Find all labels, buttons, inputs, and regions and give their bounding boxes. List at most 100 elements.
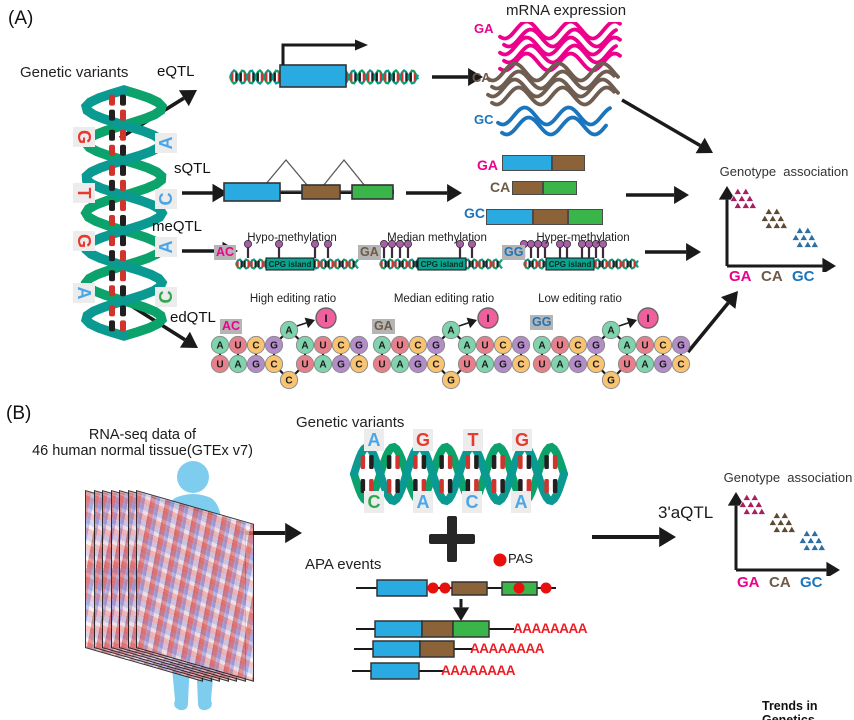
cluster-GC (817, 543, 827, 551)
svg-text:A: A (378, 340, 385, 351)
cluster-GA (742, 493, 752, 501)
svg-text:A: A (607, 325, 614, 336)
exon-exon_green (568, 209, 603, 225)
cluster-GC (810, 543, 820, 551)
methyl-mark (379, 240, 388, 248)
panel-a-label: (A) (8, 8, 34, 29)
methyl-mark (541, 240, 550, 248)
svg-text:C: C (677, 359, 684, 370)
inosine (477, 307, 499, 329)
editing-arrow (458, 322, 469, 327)
rnaseq-title-line1: RNA-seq data of (88, 427, 197, 443)
exon-exon_blue (370, 662, 420, 680)
nucleotide-A (617, 335, 637, 355)
nucleotide-U (532, 354, 552, 374)
dna-base-C: C (155, 287, 177, 307)
apa-events-title: APA events (305, 556, 382, 573)
sqtl-splicing-model (223, 158, 394, 202)
nucleotide-U (457, 354, 477, 374)
cluster-GA (750, 507, 760, 515)
svg-text:C: C (432, 359, 439, 370)
methyl-mark (396, 240, 405, 248)
nucleotide-G (264, 335, 284, 355)
cluster-GA (741, 201, 751, 209)
cluster-GA (748, 201, 758, 209)
exon-exon_blue (374, 620, 423, 638)
eqtl-label: eQTL (157, 63, 195, 80)
mrna-wave-GA (498, 22, 622, 41)
cluster-CA (772, 525, 782, 533)
svg-text:A: A (396, 359, 403, 370)
svg-text:C: C (337, 340, 344, 351)
pas-site (540, 582, 552, 594)
nucleotide-U (617, 354, 637, 374)
nucleotide-G (349, 335, 369, 355)
gene-exon (279, 64, 347, 88)
cluster-GA (754, 500, 764, 508)
mrna-wave-GC (500, 115, 608, 137)
pas-site (513, 582, 525, 594)
dna-base-A: A (155, 237, 177, 257)
dna-base-C: C (364, 491, 384, 513)
nucleotide-A (550, 354, 570, 374)
cpg-island-label: CPG island (421, 260, 464, 269)
svg-text:U: U (396, 340, 403, 351)
cluster-GA (737, 194, 747, 202)
dna-base-C: C (462, 491, 482, 513)
methylation-title: Median methylation (387, 232, 487, 244)
assoc-axes (718, 186, 836, 272)
nucleotide-A (210, 335, 230, 355)
cluster-GC (802, 543, 812, 551)
nucleotide-A (390, 354, 410, 374)
methyl-mark (324, 240, 333, 248)
cluster-GC (795, 226, 805, 234)
edqtl-label: edQTL (170, 309, 216, 326)
cluster-CA (768, 214, 778, 222)
dna-base-C: C (155, 189, 177, 209)
pas-legend-dot (493, 553, 507, 567)
methylation-title: Hyper-methylation (536, 232, 630, 244)
svg-text:A: A (623, 340, 630, 351)
mrna-wave-GA (502, 27, 618, 49)
exon-exon_blue (372, 640, 421, 658)
nucleotide-C (586, 354, 606, 374)
svg-text:A: A (481, 359, 488, 370)
mrna-wave-CA (486, 61, 620, 83)
isoform-genotype-CA: CA (490, 179, 511, 195)
nucleotide-G (601, 370, 621, 390)
svg-text:U: U (216, 359, 223, 370)
cluster-GA (746, 500, 756, 508)
pas-label: PAS (508, 551, 534, 566)
nucleotide-U (390, 335, 410, 355)
svg-text:G: G (337, 359, 345, 370)
nucleotide-U (372, 354, 392, 374)
mrna-genotype-CA: CA (472, 70, 491, 85)
nucleotide-A (457, 335, 477, 355)
svg-text:G: G (607, 375, 615, 386)
genotype-tag-AC: AC (214, 245, 237, 260)
cluster-GC (798, 536, 808, 544)
cluster-GA (738, 500, 748, 508)
transcription-start-arrow (281, 43, 355, 65)
exon-exon_blue (502, 155, 552, 171)
rnaseq-title: RNA-seq data of 46 human normal tissue(G… (15, 427, 270, 459)
mrna-expression-waves (486, 22, 622, 137)
exon-exon_brown (419, 640, 455, 658)
cluster-GC (814, 536, 824, 544)
svg-text:I: I (486, 313, 489, 325)
svg-text:G: G (432, 340, 440, 351)
svg-text:G: G (252, 359, 260, 370)
cluster-GC (803, 226, 813, 234)
svg-text:A: A (216, 340, 223, 351)
nucleotide-C (653, 335, 673, 355)
svg-text:C: C (574, 340, 581, 351)
mrna-expression-title: mRNA expression (506, 2, 627, 19)
polya-tail: AAAAAAAA (513, 621, 588, 636)
cluster-GC (799, 233, 809, 241)
genotype-tag-AC: AC (220, 319, 243, 334)
nucleotide-C (493, 335, 513, 355)
